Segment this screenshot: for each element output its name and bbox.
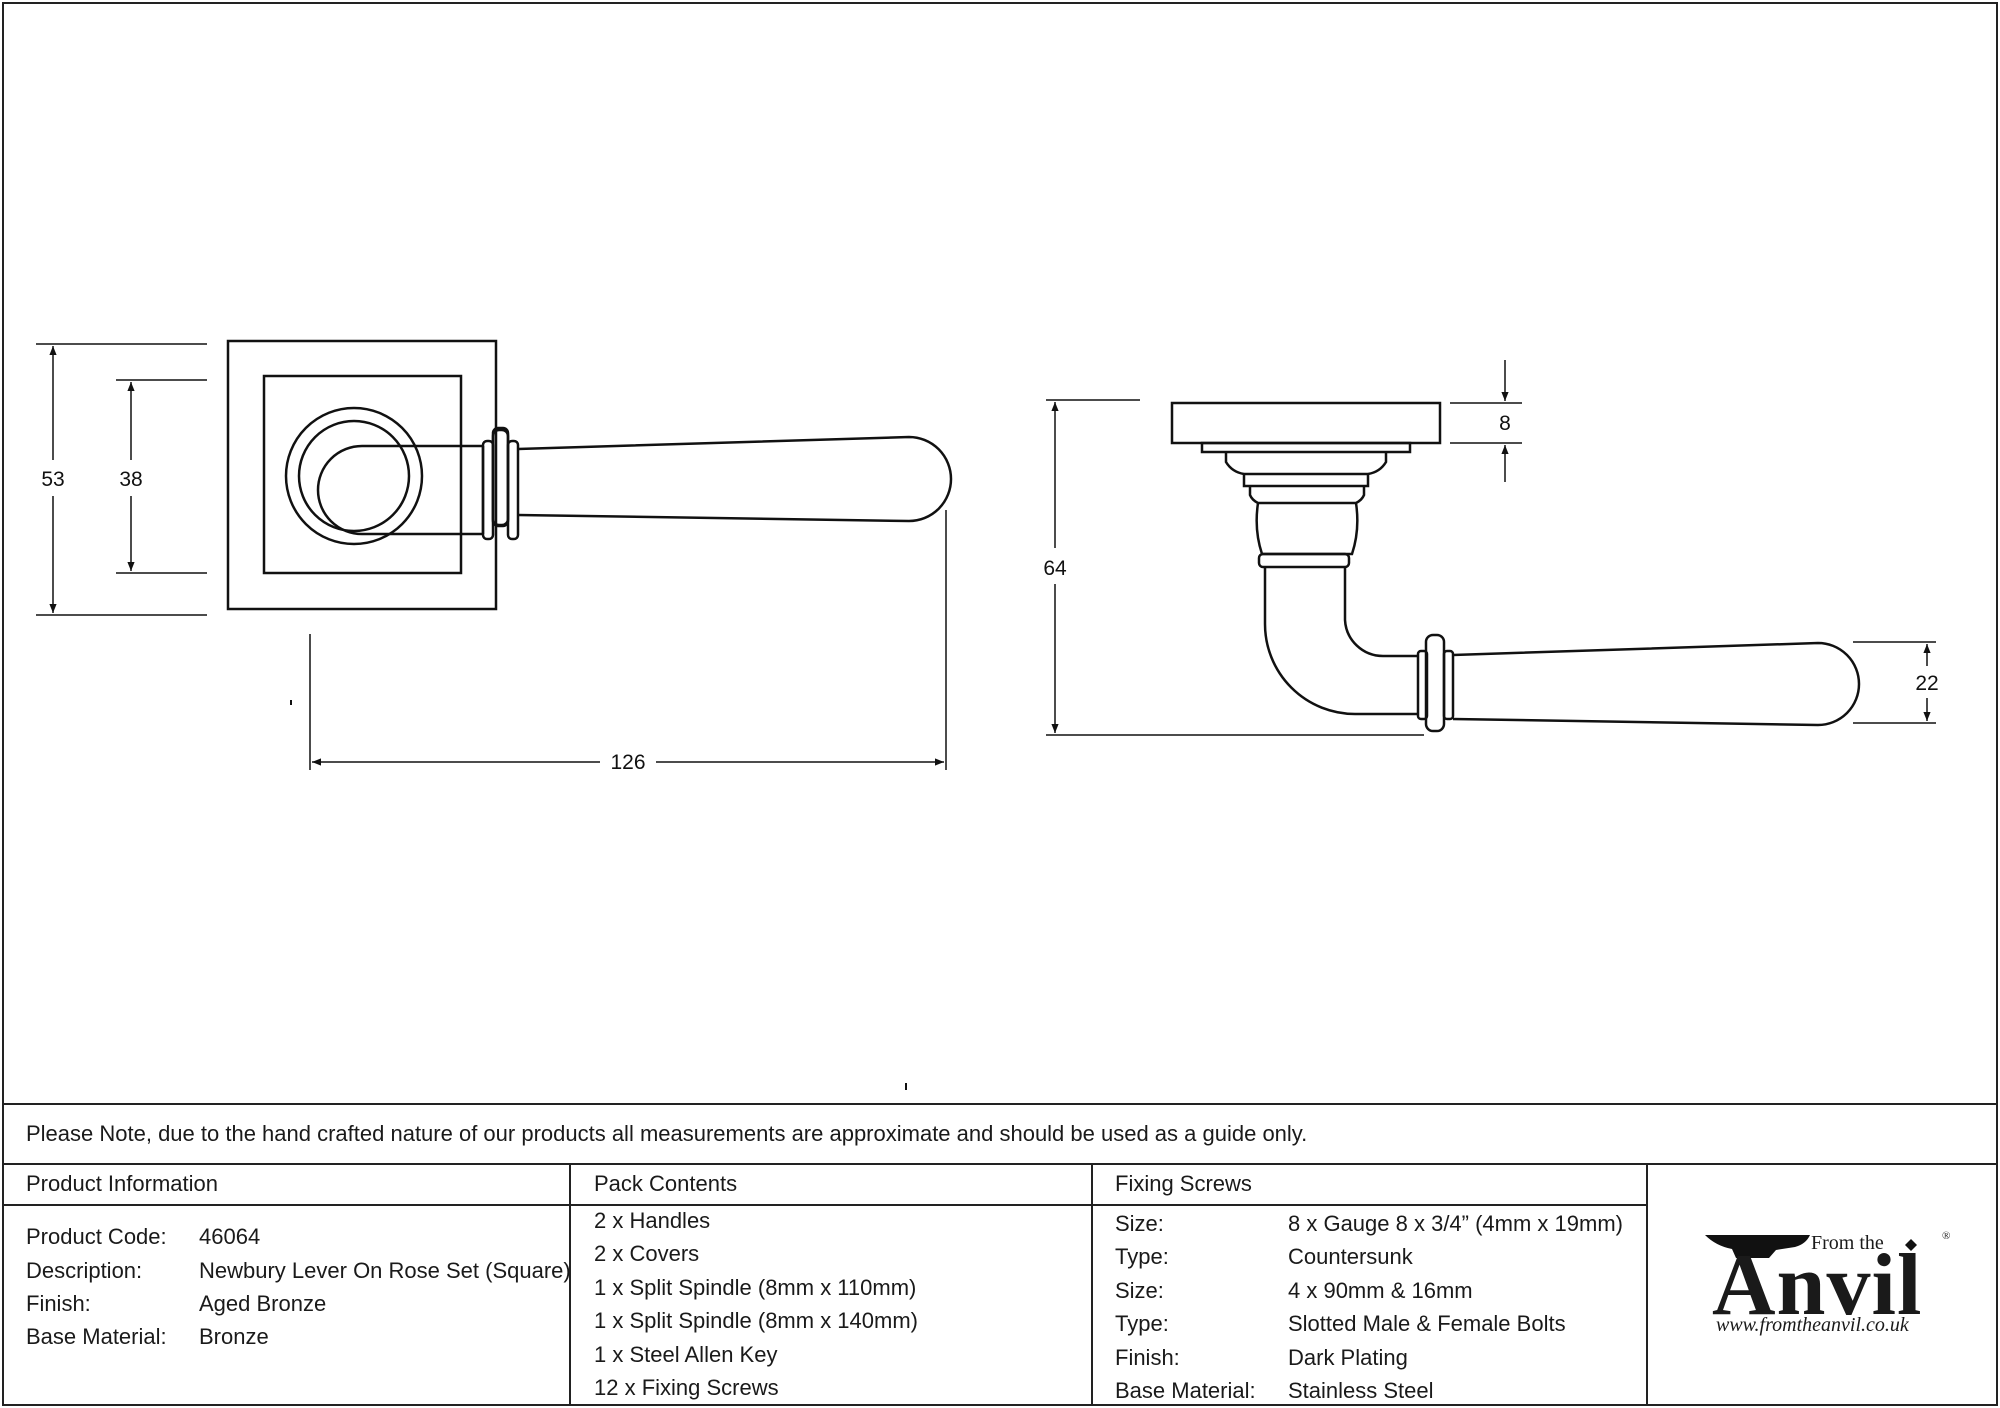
- bolt-type-label: Type:: [1115, 1311, 1169, 1336]
- screw-base-material-value: Stainless Steel: [1288, 1378, 1434, 1403]
- dim-126: [309, 510, 947, 770]
- collar-ring-right: [506, 439, 520, 541]
- dim-22: [1853, 641, 1936, 724]
- side-lever-handle: [1452, 641, 1861, 727]
- logo-from-the: From the: [1811, 1232, 1884, 1254]
- logo-registered-mark: ®: [1942, 1230, 1951, 1242]
- collar-ring-left: [481, 439, 495, 541]
- anvil-logo-icon: [1705, 1235, 1917, 1258]
- side-shank-elbow: [1263, 567, 1418, 716]
- screw-base-material-label: Base Material:: [1115, 1378, 1256, 1403]
- pack-contents-heading: Pack Contents: [594, 1171, 738, 1196]
- screw-finish-label: Finish:: [1115, 1345, 1180, 1370]
- finish-value: Aged Bronze: [199, 1291, 327, 1316]
- footer-table-lines: [3, 1103, 1997, 1405]
- screw-size-value: 8 x Gauge 8 x 3/4” (4mm x 19mm): [1288, 1211, 1623, 1236]
- product-code-label: Product Code:: [26, 1224, 167, 1249]
- pack-item: 1 x Split Spindle (8mm x 140mm): [594, 1308, 918, 1333]
- rose-inner-square: [262, 374, 463, 575]
- side-base-step-2: [1242, 474, 1370, 488]
- disclaimer-note: Please Note, due to the hand crafted nat…: [26, 1121, 1308, 1146]
- pack-item: 2 x Handles: [594, 1208, 711, 1233]
- side-neck-ring: [1257, 552, 1351, 569]
- screw-type-value: Countersunk: [1288, 1244, 1413, 1269]
- side-neck-body: [1255, 502, 1359, 556]
- boss-inner-ring: [297, 419, 411, 533]
- side-rose-plate: [1170, 401, 1442, 445]
- logo-wordmark: Anvil: [1712, 1237, 1923, 1334]
- side-shank-inner: [1343, 567, 1418, 658]
- dim-label-126: 126: [610, 751, 645, 774]
- screw-size-label: Size:: [1115, 1211, 1164, 1236]
- base-material-value: Bronze: [199, 1324, 269, 1349]
- dim-label-64: 64: [1043, 557, 1067, 580]
- lever-shank-inner: [340, 451, 410, 501]
- lever-handle: [517, 435, 953, 523]
- finish-label: Finish:: [26, 1291, 91, 1316]
- dim-label-8: 8: [1499, 412, 1511, 435]
- description-label: Description:: [26, 1258, 143, 1283]
- side-collar-body: [1424, 633, 1446, 733]
- side-base-step: [1224, 452, 1388, 476]
- dim-label-53: 53: [41, 468, 64, 491]
- pack-item: 1 x Steel Allen Key: [594, 1342, 778, 1367]
- screw-type-label: Type:: [1115, 1244, 1169, 1269]
- product-information-heading: Product Information: [26, 1171, 218, 1196]
- bolt-size-label: Size:: [1115, 1278, 1164, 1303]
- description-value: Newbury Lever On Rose Set (Square): [199, 1258, 571, 1283]
- dim-64: [1046, 399, 1424, 736]
- product-code-value: 46064: [199, 1224, 261, 1249]
- dim-label-22: 22: [1915, 672, 1938, 695]
- side-rose-lip: [1200, 441, 1412, 454]
- pack-item: 2 x Covers: [594, 1241, 700, 1266]
- dim-label-38: 38: [119, 468, 142, 491]
- base-material-label: Base Material:: [26, 1324, 167, 1349]
- boss-outer-ring: [284, 406, 424, 546]
- bolt-size-value: 4 x 90mm & 16mm: [1288, 1278, 1473, 1303]
- front-view: [226, 339, 953, 611]
- pack-item: 12 x Fixing Screws: [594, 1375, 779, 1400]
- lever-shank: [316, 444, 483, 536]
- dim-8: [1450, 360, 1522, 482]
- dim-38: [116, 379, 207, 574]
- side-view: [1170, 401, 1861, 733]
- side-neck: [1248, 486, 1366, 505]
- rose-outer-square: [226, 339, 498, 611]
- logo-url: www.fromtheanvil.co.uk: [1716, 1314, 1909, 1336]
- dim-53: [36, 343, 207, 616]
- side-collar-right: [1442, 649, 1455, 721]
- fixing-screws-heading: Fixing Screws: [1115, 1171, 1252, 1196]
- bolt-type-value: Slotted Male & Female Bolts: [1288, 1311, 1566, 1336]
- screw-finish-value: Dark Plating: [1288, 1345, 1408, 1370]
- pack-item: 1 x Split Spindle (8mm x 110mm): [594, 1275, 917, 1300]
